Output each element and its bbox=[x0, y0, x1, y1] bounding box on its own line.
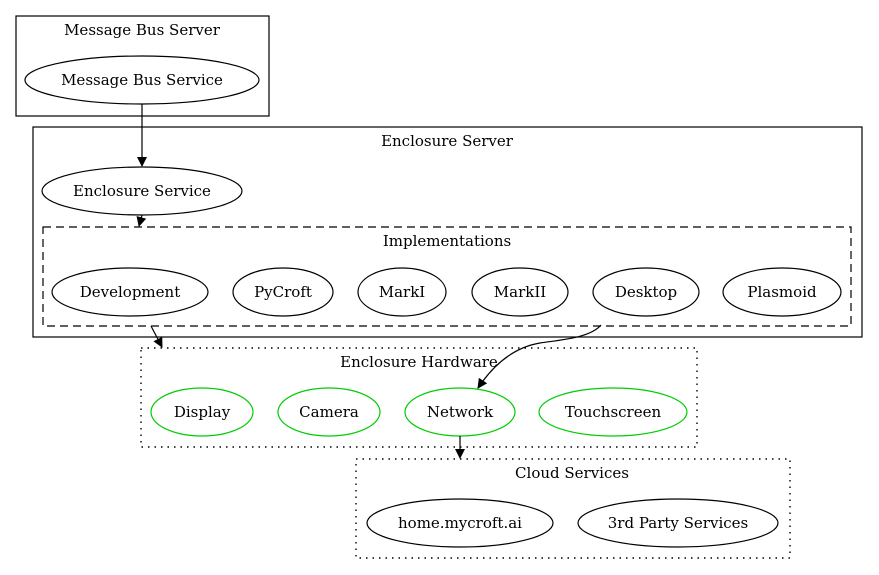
node-camera[interactable]: Camera bbox=[277, 387, 381, 437]
node-development[interactable]: Development bbox=[51, 267, 209, 317]
node-label-third-party-services: 3rd Party Services bbox=[608, 514, 748, 532]
node-label-pycroft: PyCroft bbox=[254, 283, 312, 301]
cluster-label-enclosure-hardware: Enclosure Hardware bbox=[340, 353, 498, 371]
node-label-development: Development bbox=[80, 283, 180, 301]
node-label-message-bus-service: Message Bus Service bbox=[61, 71, 223, 89]
node-label-enclosure-service: Enclosure Service bbox=[73, 182, 211, 200]
node-third-party-services[interactable]: 3rd Party Services bbox=[577, 498, 779, 548]
node-shape bbox=[577, 498, 779, 548]
edge-enclosure-service-to-implementations bbox=[136, 214, 147, 227]
node-shape bbox=[592, 267, 700, 317]
node-display[interactable]: Display bbox=[150, 387, 254, 437]
node-label-desktop: Desktop bbox=[615, 283, 677, 301]
edges bbox=[136, 104, 602, 459]
cluster-enclosure-hardware: Enclosure Hardware bbox=[140, 347, 698, 448]
node-label-camera: Camera bbox=[299, 403, 359, 421]
node-label-network: Network bbox=[427, 403, 494, 421]
node-home-mycroft[interactable]: home.mycroft.ai bbox=[366, 498, 554, 548]
node-shape bbox=[277, 387, 381, 437]
cluster-label-implementations: Implementations bbox=[383, 232, 511, 250]
node-enclosure-service[interactable]: Enclosure Service bbox=[41, 166, 243, 216]
node-shape bbox=[722, 267, 842, 317]
node-shape bbox=[51, 267, 209, 317]
node-label-mark2: MarkII bbox=[494, 283, 546, 301]
cluster-message-bus-server: Message Bus Server bbox=[15, 15, 270, 117]
edge-desktop-to-network bbox=[477, 324, 602, 389]
node-network[interactable]: Network bbox=[404, 387, 516, 437]
node-pycroft[interactable]: PyCroft bbox=[232, 267, 334, 317]
cluster-label-cloud-services: Cloud Services bbox=[515, 464, 629, 482]
node-label-mark1: MarkI bbox=[379, 283, 426, 301]
node-label-home-mycroft: home.mycroft.ai bbox=[398, 514, 522, 532]
node-mark1[interactable]: MarkI bbox=[357, 267, 447, 317]
cluster-cloud-services: Cloud Services bbox=[355, 458, 791, 559]
node-shape bbox=[471, 267, 569, 317]
node-plasmoid[interactable]: Plasmoid bbox=[722, 267, 842, 317]
node-shape bbox=[538, 387, 688, 437]
cluster-label-message-bus-server: Message Bus Server bbox=[64, 21, 221, 39]
node-label-touchscreen: Touchscreen bbox=[565, 403, 662, 421]
node-mark2[interactable]: MarkII bbox=[471, 267, 569, 317]
node-desktop[interactable]: Desktop bbox=[592, 267, 700, 317]
edge-development-to-enclosure-hardware bbox=[150, 325, 163, 348]
node-shape bbox=[232, 267, 334, 317]
node-shape bbox=[150, 387, 254, 437]
node-touchscreen[interactable]: Touchscreen bbox=[538, 387, 688, 437]
node-label-display: Display bbox=[174, 403, 231, 421]
cluster-label-enclosure-server: Enclosure Server bbox=[381, 132, 514, 150]
cluster-implementations: Implementations bbox=[42, 226, 852, 327]
node-shape bbox=[357, 267, 447, 317]
node-label-plasmoid: Plasmoid bbox=[747, 283, 817, 301]
cluster-enclosure-server: Enclosure Server bbox=[32, 126, 863, 338]
node-shape bbox=[366, 498, 554, 548]
node-message-bus-service[interactable]: Message Bus Service bbox=[24, 55, 260, 105]
